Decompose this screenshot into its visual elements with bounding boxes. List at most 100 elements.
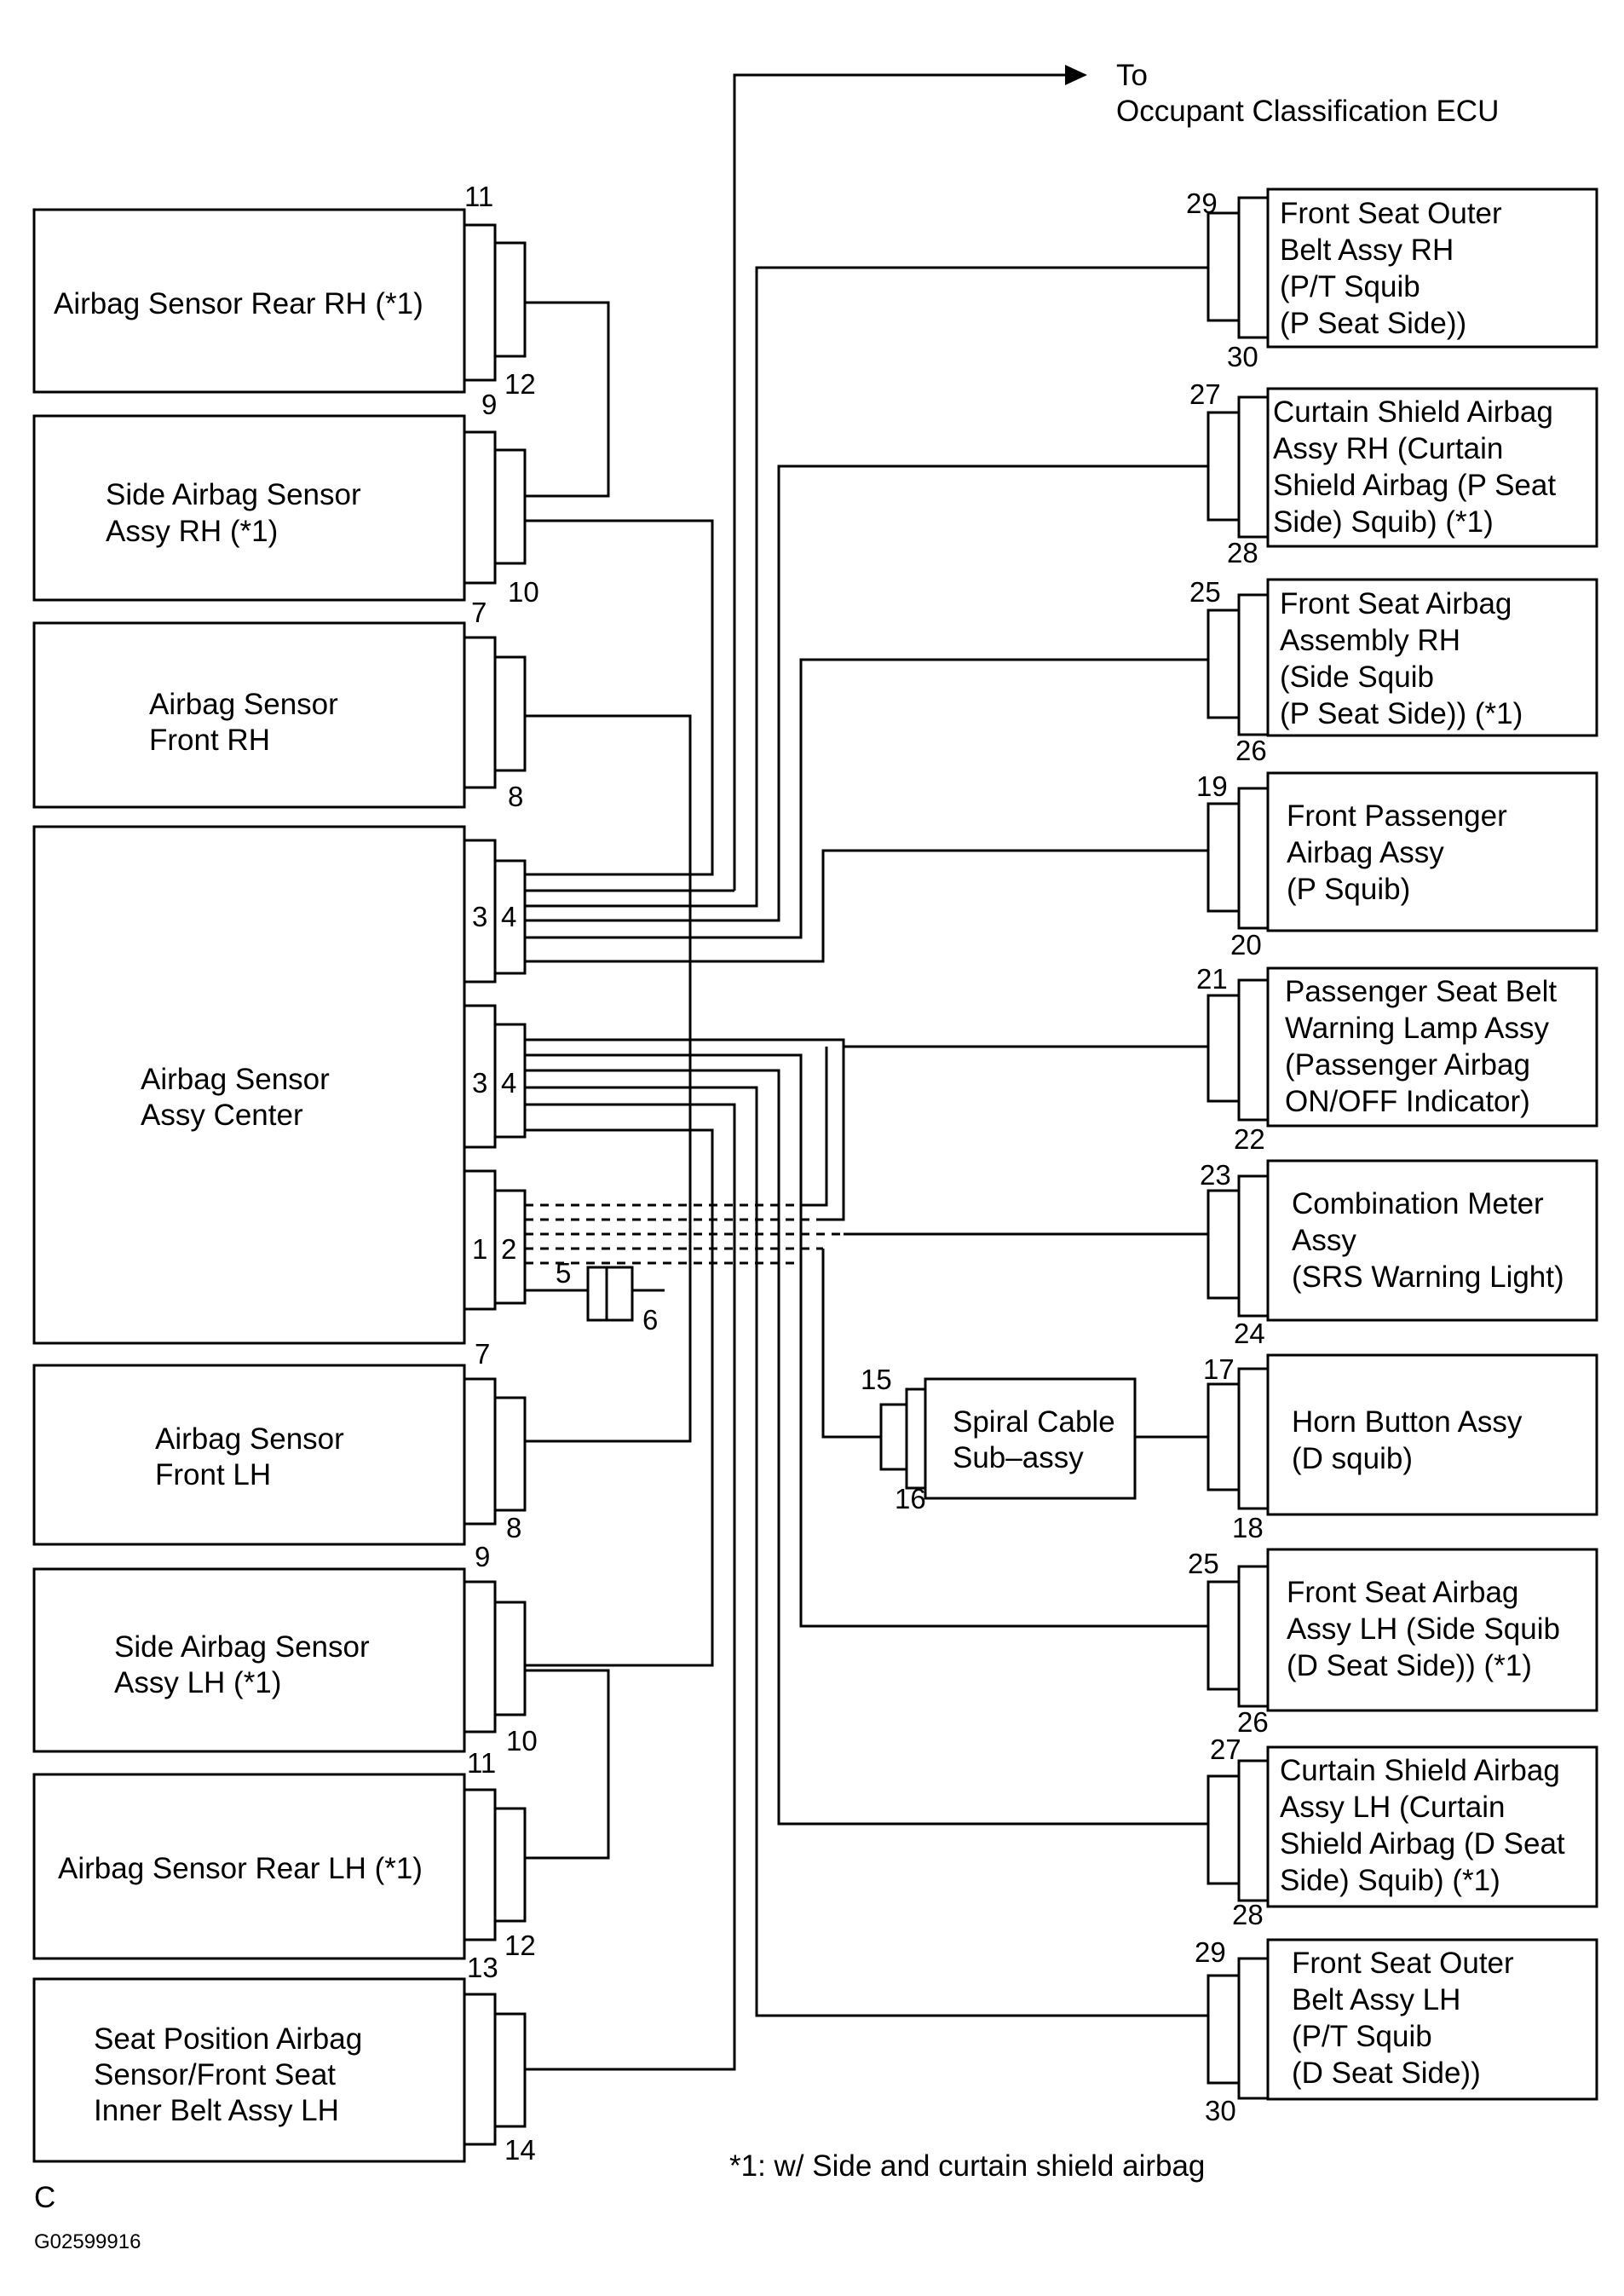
pin-number: 2 [501, 1233, 516, 1265]
pin-number: 13 [467, 1952, 498, 1983]
pin-number: 19 [1196, 770, 1228, 802]
pin-number: 7 [475, 1338, 490, 1370]
component-label: Airbag Sensor Rear LH (*1) [58, 1852, 423, 1885]
component-label: (D Seat Side)) [1292, 2057, 1481, 2090]
airbag-sensor-assy-center: 3 4 3 4 1 2 Airbag Sensor Assy Center 5 … [32, 825, 658, 1345]
component-label: Seat Position Airbag [94, 2022, 362, 2056]
pin-number: 21 [1196, 963, 1228, 995]
component-label: Front Passenger [1287, 799, 1507, 833]
pin-number: 10 [506, 1725, 538, 1757]
curtain-shield-airbag-lh: Curtain Shield Airbag Assy LH (Curtain S… [1206, 1734, 1598, 1930]
pin-number: 28 [1227, 537, 1258, 568]
wiring-harness [525, 266, 1208, 2071]
pin-number: 17 [1203, 1353, 1235, 1385]
component-label: Combination Meter [1292, 1187, 1544, 1220]
component-label: (D Seat Side)) (*1) [1287, 1649, 1532, 1682]
pin-number: 5 [556, 1257, 571, 1289]
component-label: Assy RH (*1) [106, 515, 278, 548]
pin-number: 26 [1237, 1706, 1269, 1738]
combination-meter: Combination Meter Assy (SRS Warning Ligh… [1200, 1159, 1598, 1349]
component-label: Side) Squib) (*1) [1280, 1864, 1500, 1897]
component-label: Airbag Assy [1287, 836, 1444, 869]
side-airbag-sensor-rh: Side Airbag Sensor Assy RH (*1) 9 10 [32, 389, 539, 608]
pin-number: 30 [1227, 341, 1258, 372]
pin-number: 23 [1200, 1159, 1231, 1191]
front-seat-airbag-lh: Front Seat Airbag Assy LH (Side Squib (D… [1188, 1548, 1598, 1738]
component-label: (D squib) [1292, 1442, 1413, 1475]
pin-number: 8 [508, 781, 523, 812]
pin-number: 3 [472, 901, 487, 932]
component-label: Front Seat Airbag [1280, 587, 1512, 620]
pin-number: 14 [504, 2134, 536, 2166]
figure-code: G02599916 [34, 2230, 141, 2253]
pin-number: 6 [642, 1304, 658, 1335]
component-label: Front Seat Outer [1292, 1947, 1514, 1980]
component-label: Assy Center [141, 1099, 303, 1132]
component-label: (SRS Warning Light) [1292, 1260, 1564, 1294]
component-label: (P/T Squib [1280, 270, 1420, 303]
component-label: Airbag Sensor [149, 688, 338, 721]
pin-number: 24 [1234, 1318, 1265, 1349]
ecu-to-label: To [1116, 59, 1148, 92]
component-label: (Passenger Airbag [1285, 1048, 1530, 1082]
component-label: Assy LH (*1) [114, 1666, 281, 1699]
component-label: (P Seat Side)) (*1) [1280, 697, 1523, 730]
ecu-connection: To Occupant Classification ECU [733, 59, 1499, 891]
pin-number: 9 [481, 389, 497, 420]
component-label: Belt Assy RH [1280, 234, 1454, 267]
pin-number: 15 [861, 1364, 892, 1395]
component-label: Belt Assy LH [1292, 1983, 1460, 2016]
passenger-seat-belt-warning-lamp: Passenger Seat Belt Warning Lamp Assy (P… [1196, 963, 1598, 1155]
component-label: Front RH [149, 724, 270, 757]
pin-number: 29 [1195, 1936, 1226, 1968]
pin-number: 10 [508, 576, 539, 608]
arrow-right-icon [1065, 65, 1087, 85]
pin-number: 1 [472, 1233, 487, 1265]
component-label: (P Squib) [1287, 873, 1410, 906]
curtain-shield-airbag-rh: Curtain Shield Airbag Assy RH (Curtain S… [1189, 378, 1598, 568]
corner-letter: C [34, 2181, 55, 2214]
pin-number: 7 [471, 597, 487, 628]
pin-number: 4 [501, 901, 516, 932]
component-label: Sensor/Front Seat [94, 2058, 336, 2091]
component-label: Spiral Cable [953, 1405, 1115, 1439]
component-label: Front Seat Airbag [1287, 1576, 1518, 1609]
pin-number: 27 [1210, 1734, 1241, 1765]
component-label: Sub–assy [953, 1441, 1084, 1474]
airbag-sensor-front-rh: Airbag Sensor Front RH 7 8 [32, 597, 527, 812]
component-label: Shield Airbag (D Seat [1280, 1827, 1565, 1860]
component-label: (P/T Squib [1292, 2020, 1432, 2053]
pin-number: 30 [1205, 2095, 1236, 2126]
component-label: Assembly RH [1280, 624, 1460, 657]
component-label: Shield Airbag (P Seat [1273, 469, 1556, 502]
component-label: Side) Squib) (*1) [1273, 505, 1494, 539]
pin-number: 9 [475, 1541, 490, 1572]
component-label: Inner Belt Assy LH [94, 2094, 339, 2127]
component-label: Warning Lamp Assy [1285, 1012, 1549, 1045]
component-label: Curtain Shield Airbag [1280, 1754, 1560, 1787]
seat-position-airbag-sensor: Seat Position Airbag Sensor/Front Seat I… [32, 1952, 536, 2166]
pin-number: 28 [1232, 1899, 1264, 1930]
pin-number: 22 [1234, 1123, 1265, 1155]
footnote: *1: w/ Side and curtain shield airbag [729, 2149, 1205, 2183]
pin-number: 20 [1230, 929, 1262, 961]
component-label: Side Airbag Sensor [114, 1630, 370, 1664]
pin-number: 11 [467, 1747, 496, 1779]
pin-number: 25 [1189, 576, 1221, 608]
pin-number: 29 [1186, 187, 1218, 219]
component-label: Curtain Shield Airbag [1273, 395, 1553, 429]
pin-number: 16 [895, 1483, 926, 1514]
pin-number: 3 [472, 1067, 487, 1099]
spiral-cable-sub-assy: Spiral Cable Sub–assy 15 16 [861, 1364, 1137, 1514]
horn-button-assy: Horn Button Assy (D squib) 17 18 [1203, 1353, 1598, 1543]
airbag-sensor-rear-lh: Airbag Sensor Rear LH (*1) 11 12 [32, 1747, 536, 1961]
front-seat-outer-belt-lh: Front Seat Outer Belt Assy LH (P/T Squib… [1195, 1936, 1598, 2126]
component-label: Assy RH (Curtain [1273, 432, 1503, 465]
airbag-sensor-front-lh: Airbag Sensor Front LH 7 8 [32, 1338, 527, 1546]
component-label: Airbag Sensor [155, 1422, 344, 1456]
component-label: Side Airbag Sensor [106, 478, 361, 511]
front-seat-airbag-rh: Front Seat Airbag Assembly RH (Side Squi… [1189, 576, 1598, 766]
front-passenger-airbag: Front Passenger Airbag Assy (P Squib) 19… [1196, 770, 1598, 961]
component-label: (P Seat Side)) [1280, 307, 1466, 340]
